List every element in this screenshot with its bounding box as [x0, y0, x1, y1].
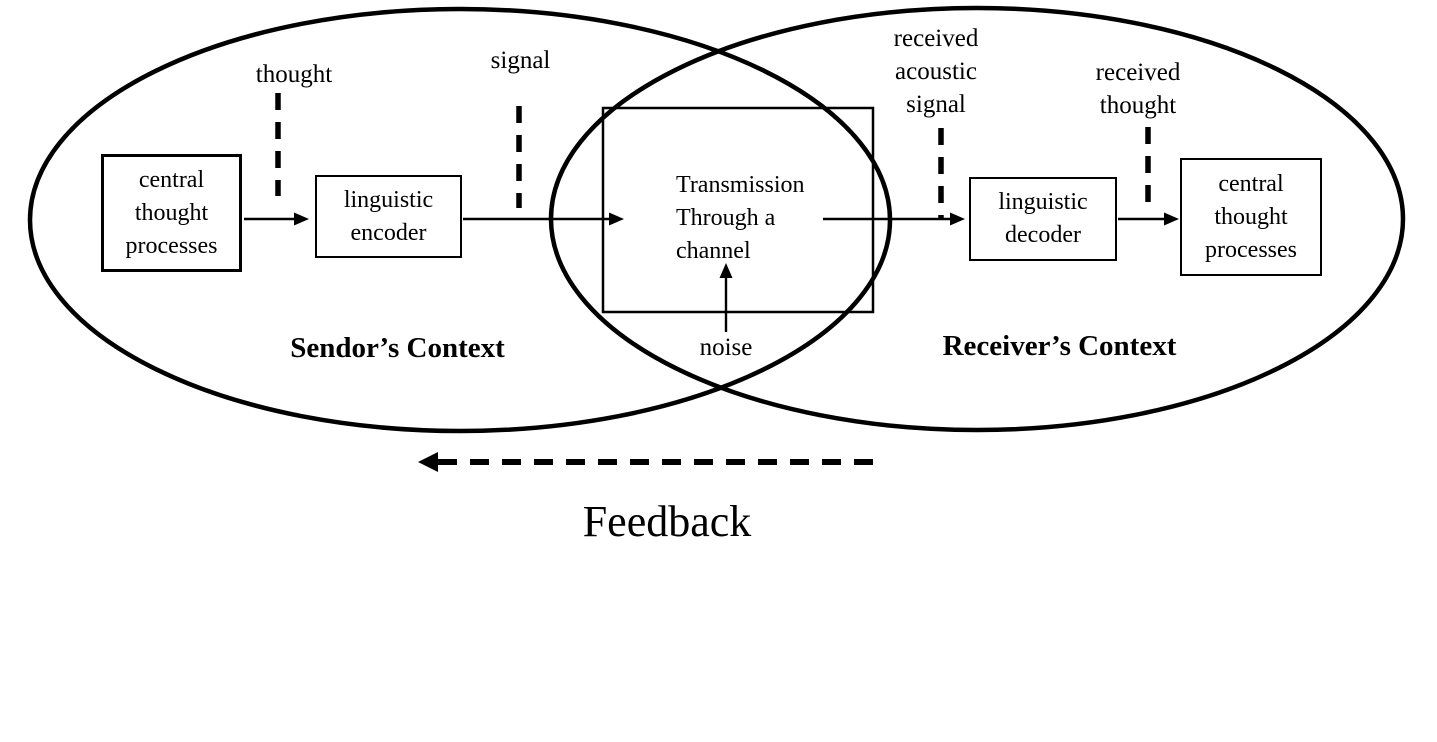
- arrow-noise-into-channel: [719, 263, 733, 332]
- feedback-label: Feedback: [582, 497, 752, 546]
- received-acoustic-signal-label: received acoustic signal: [893, 25, 979, 118]
- receiver-central-thought-processes-box: central thought processes: [1180, 158, 1322, 276]
- thought-label: thought: [255, 61, 333, 88]
- noise-label: noise: [699, 334, 753, 361]
- transmission-channel-box-border: [601, 106, 875, 314]
- linguistic-encoder-label: linguistic encoder: [343, 186, 434, 246]
- sender-central-thought-processes-label: central thought processes: [125, 166, 218, 259]
- linguistic-decoder-label: linguistic decoder: [998, 189, 1088, 248]
- received-thought-label: received thought: [1095, 59, 1181, 119]
- transmission-channel-label: Transmission Through a channel: [676, 172, 805, 264]
- signal-label: signal: [490, 47, 551, 74]
- arrow-encoder-to-channel: [463, 212, 624, 226]
- receiver-central-thought-processes-label: central thought processes: [1205, 170, 1297, 263]
- arrow-channel-to-decoder: [823, 212, 965, 226]
- sender-central-thought-processes-box: central thought processes: [101, 154, 242, 272]
- sender-context-label: Sendor’s Context: [290, 332, 505, 364]
- linguistic-encoder-box: linguistic encoder: [315, 175, 462, 258]
- arrow-central-to-encoder: [244, 212, 309, 226]
- linguistic-decoder-box: linguistic decoder: [969, 177, 1117, 261]
- receiver-context-label: Receiver’s Context: [942, 330, 1177, 362]
- arrow-decoder-to-central: [1118, 212, 1179, 226]
- feedback-arrow: [418, 452, 884, 472]
